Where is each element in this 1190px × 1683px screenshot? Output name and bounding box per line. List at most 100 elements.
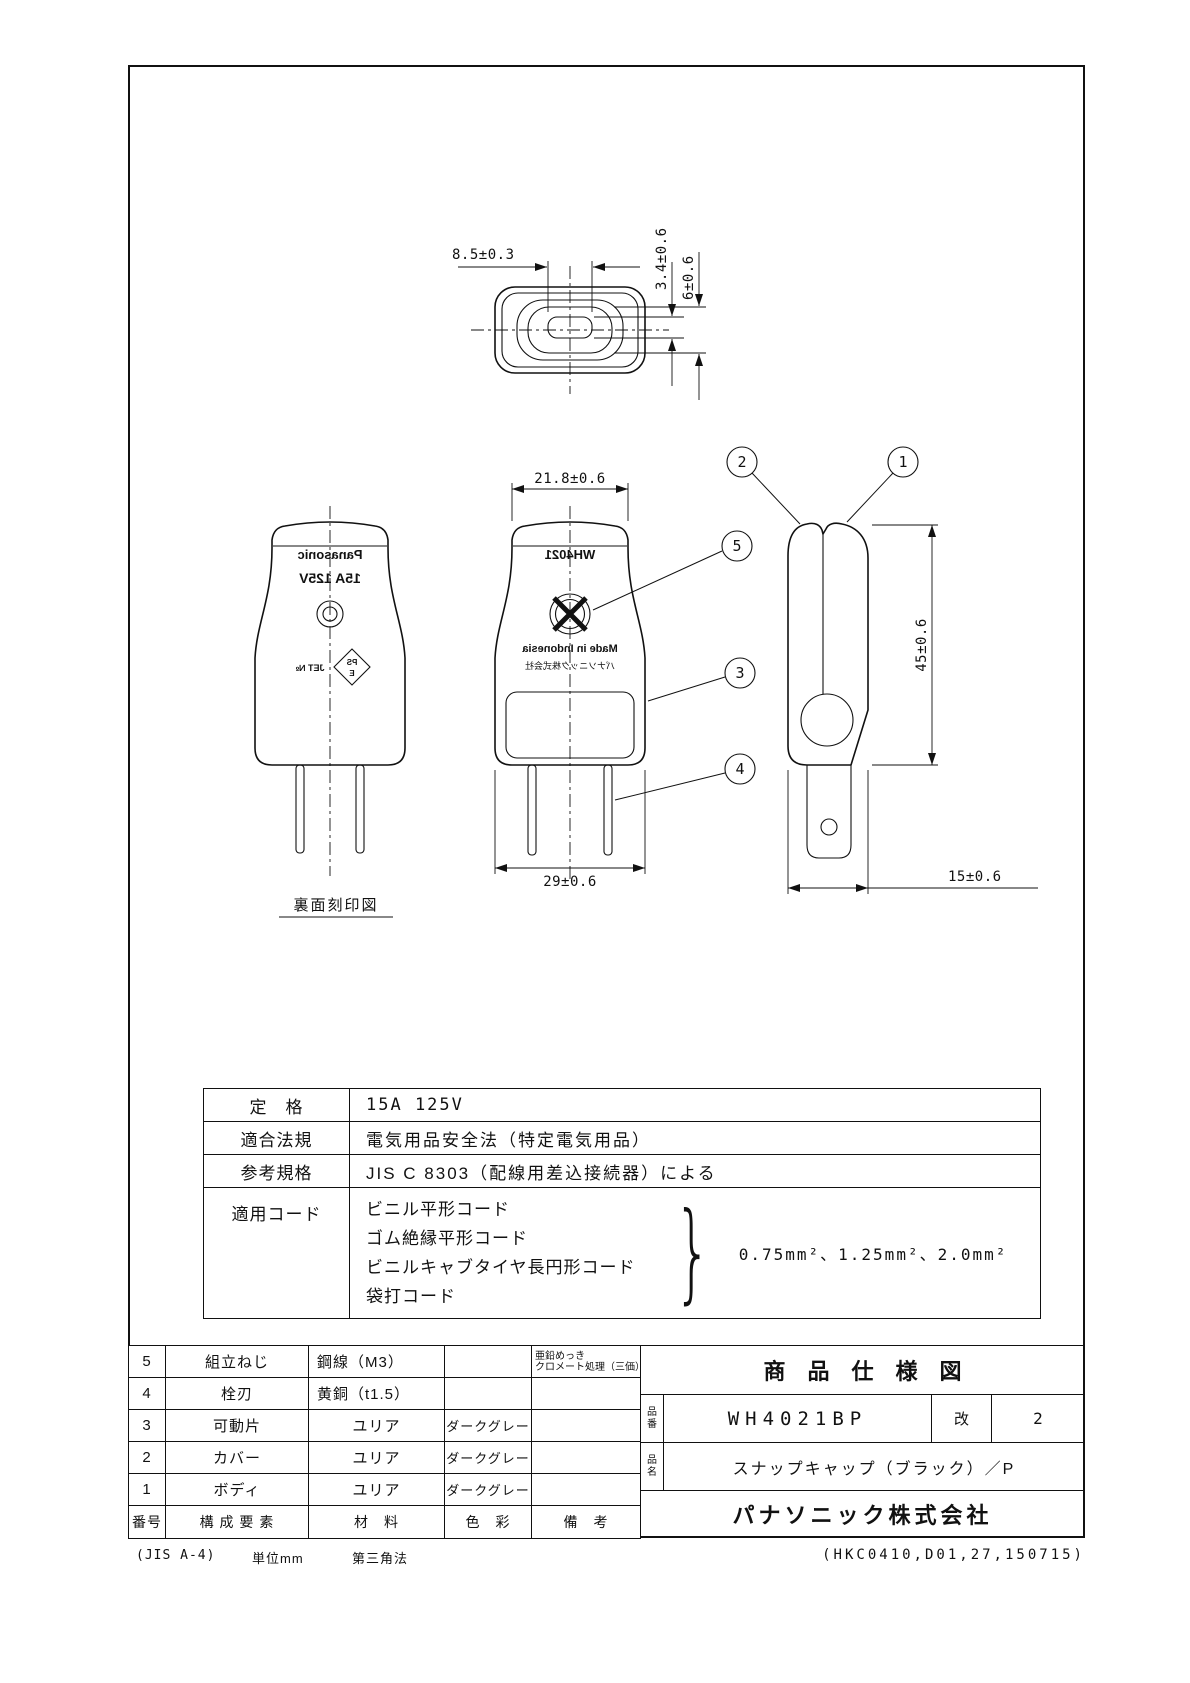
plug-technical-drawing: 8.5±0.3 3.4±0.6 6±0.6 Panasonic 15A 125V: [254, 227, 1038, 918]
blade-holder-outline: [806, 765, 852, 859]
document-code: (HKC0410,D01,27,150715): [822, 1547, 1085, 1563]
spec-cord-label: 適用コード: [203, 1187, 350, 1319]
spec-table: 定 格 15A 125V 適合法規 電気用品安全法（特定電気用品） 参考規格 J…: [203, 1088, 1041, 1319]
spec-std-label: 参考規格: [203, 1154, 350, 1188]
balloon-5-circle: [721, 530, 753, 562]
header-material: 材 料: [308, 1505, 445, 1539]
rear-blade-left: [295, 764, 305, 854]
balloon-1-number: 1: [898, 453, 907, 471]
part-no-label: 品番: [647, 1406, 657, 1430]
parts-row-3: 3 可動片 ユリア ダークグレー: [128, 1409, 641, 1442]
part-color: ダークグレー: [444, 1441, 532, 1474]
rear-view-label: 裏面刻印図: [293, 896, 378, 914]
header-no: 番号: [128, 1505, 166, 1539]
paper-size-note: (JIS A-4): [136, 1548, 216, 1563]
engraving-company: パナソニック株式会社: [525, 660, 615, 671]
header-note: 備 考: [531, 1505, 641, 1539]
part-material: ユリア: [308, 1409, 445, 1442]
balloon-4-circle: [724, 753, 756, 785]
pivot-boss-circle: [800, 693, 854, 747]
part-number: WH4021BP: [664, 1395, 932, 1442]
engraving-origin: Made in Indonesia: [521, 643, 617, 655]
balloon-1-circle: [887, 446, 919, 478]
pse-diamond-icon: [333, 648, 371, 686]
part-note: [531, 1377, 641, 1410]
dimension-side-width: 15±0.6: [787, 770, 1038, 894]
parts-header-row: 番号 構 成 要 素 材 料 色 彩 備 考: [128, 1505, 641, 1539]
dim-body-height-text: 45±0.6: [914, 618, 930, 672]
dim-body-width-text: 29±0.6: [543, 874, 597, 890]
spec-rating-value: 15A 125V: [349, 1088, 1041, 1122]
part-material: 黄銅（t1.5）: [308, 1377, 445, 1410]
dim-cover-top-width-text: 21.8±0.6: [534, 471, 605, 487]
grouping-brace: }: [673, 1189, 713, 1315]
spec-law-label: 適合法規: [203, 1121, 350, 1155]
dimension-slot-height: 3.4±0.6: [594, 227, 684, 386]
balloon-3-number: 3: [735, 664, 744, 682]
product-name-label: 品名: [647, 1454, 657, 1478]
part-component: 栓刃: [165, 1377, 309, 1410]
spec-row-cords: 適用コード ビニル平形コード ゴム絶縁平形コード ビニルキャブタイヤ長円形コード…: [203, 1187, 1041, 1319]
unit-note: 単位mm: [252, 1551, 304, 1566]
spec-cord-value: ビニル平形コード ゴム絶縁平形コード ビニルキャブタイヤ長円形コード 袋打コード…: [349, 1187, 1041, 1319]
cord-type: 袋打コード: [366, 1287, 456, 1306]
part-material: 鋼線（M3）: [308, 1345, 445, 1378]
dimension-boss-height: 6±0.6: [614, 252, 706, 400]
part-component: カバー: [165, 1441, 309, 1474]
revision-number: 2: [1033, 1409, 1043, 1428]
part-note: [531, 1409, 641, 1442]
parts-row-1: 1 ボディ ユリア ダークグレー: [128, 1473, 641, 1506]
part-material: ユリア: [308, 1473, 445, 1506]
cord-type: ビニルキャブタイヤ長円形コード: [366, 1258, 636, 1277]
front-view: WH4021 Made in Indonesia パナソニック株式会社: [494, 506, 646, 880]
parts-row-4: 4 栓刃 黄銅（t1.5）: [128, 1377, 641, 1410]
cord-sizes: 0.75mm²、1.25mm²、2.0mm²: [738, 1245, 1008, 1264]
dim-slot-height-text: 3.4±0.6: [654, 227, 670, 290]
dim-slot-width-text: 8.5±0.3: [452, 247, 515, 263]
spec-rating-label: 定 格: [203, 1088, 350, 1122]
dimension-body-height: 45±0.6: [872, 524, 938, 766]
side-view: [787, 522, 869, 859]
dimension-body-width: 29±0.6: [494, 770, 646, 890]
jet-mark-text: JET №: [295, 663, 324, 673]
balloon-3-circle: [724, 657, 756, 689]
part-no: 4: [128, 1377, 166, 1410]
part-color: [444, 1377, 532, 1410]
part-no: 1: [128, 1473, 166, 1506]
blade-hole-icon: [820, 818, 838, 836]
cord-type-list: ビニル平形コード ゴム絶縁平形コード ビニルキャブタイヤ長円形コード 袋打コード: [366, 1195, 668, 1311]
part-note-line: クロメート処理（三価）: [535, 1361, 641, 1373]
cord-type: ゴム絶縁平形コード: [366, 1229, 528, 1248]
cord-type: ビニル平形コード: [366, 1200, 510, 1219]
part-color: ダークグレー: [444, 1473, 532, 1506]
part-note-line: 亜鉛めっき: [535, 1350, 585, 1362]
header-color: 色 彩: [444, 1505, 532, 1539]
dimension-cover-top-width: 21.8±0.6: [511, 471, 629, 521]
dim-boss-height-text: 6±0.6: [681, 255, 697, 300]
part-component: 可動片: [165, 1409, 309, 1442]
spec-row-rating: 定 格 15A 125V: [203, 1088, 1041, 1122]
rear-blade-right: [355, 764, 365, 854]
rear-engraving-view: Panasonic 15A 125V PS E JET № 裏面刻印図: [254, 506, 406, 918]
parts-table: 5 組立ねじ 鋼線（M3） 亜鉛めっき クロメート処理（三価） 4 栓刃 黄銅（…: [128, 1345, 641, 1539]
product-name: スナップキャップ（ブラック）／P: [732, 1460, 1016, 1478]
spec-row-law: 適合法規 電気用品安全法（特定電気用品）: [203, 1121, 1041, 1155]
part-number-row: 品番 WH4021BP 改 2: [641, 1395, 1084, 1443]
front-blade-left: [527, 764, 537, 856]
dimension-slot-width: 8.5±0.3: [452, 247, 640, 312]
parts-row-5: 5 組立ねじ 鋼線（M3） 亜鉛めっき クロメート処理（三価）: [128, 1345, 641, 1378]
part-no-label-cell: 品番: [641, 1395, 664, 1442]
product-name-row: 品名 スナップキャップ（ブラック）／P: [641, 1443, 1084, 1491]
part-note: 亜鉛めっき クロメート処理（三価）: [531, 1345, 641, 1378]
drawing-title: 商 品 仕 様 図: [641, 1346, 1084, 1395]
part-note: [531, 1473, 641, 1506]
part-component: 組立ねじ: [165, 1345, 309, 1378]
balloon-2-circle: [726, 446, 758, 478]
projection-note: 第三角法: [352, 1551, 409, 1566]
revision-label: 改: [932, 1395, 992, 1442]
balloon-4-number: 4: [735, 760, 744, 778]
dim-side-width-text: 15±0.6: [948, 869, 1002, 885]
balloon-callouts: 1 2 5 3 4: [592, 446, 919, 801]
part-no: 5: [128, 1345, 166, 1378]
spec-std-value: JIS C 8303（配線用差込接続器）による: [349, 1154, 1041, 1188]
